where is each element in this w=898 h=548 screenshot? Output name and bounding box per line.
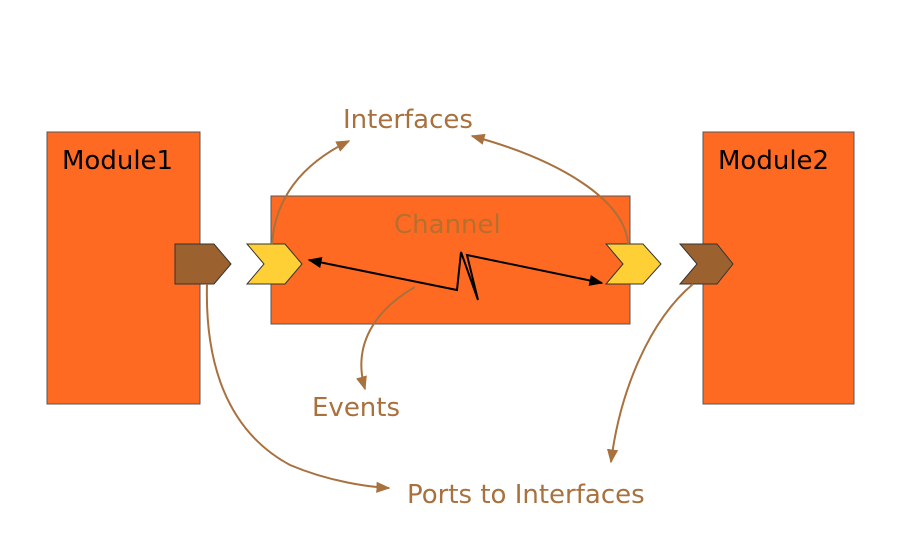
channel-interface-left [245, 243, 303, 285]
module1-port [174, 243, 232, 285]
module2-port [678, 243, 734, 285]
module1-label: Module1 [62, 146, 173, 176]
channel-interface-right [604, 243, 662, 285]
channel-label: Channel [394, 210, 501, 240]
interfaces-arrow-left [271, 140, 351, 245]
events-label: Events [312, 393, 400, 423]
ports-to-interfaces-label: Ports to Interfaces [407, 480, 645, 510]
events-pointer-arrow [356, 286, 416, 391]
interfaces-arrow-right [470, 133, 629, 245]
events-arrow [307, 251, 604, 301]
interfaces-label: Interfaces [343, 105, 473, 135]
module2-label: Module2 [718, 146, 829, 176]
ports-arrow-left [205, 283, 391, 493]
ports-arrow-right [607, 283, 694, 464]
